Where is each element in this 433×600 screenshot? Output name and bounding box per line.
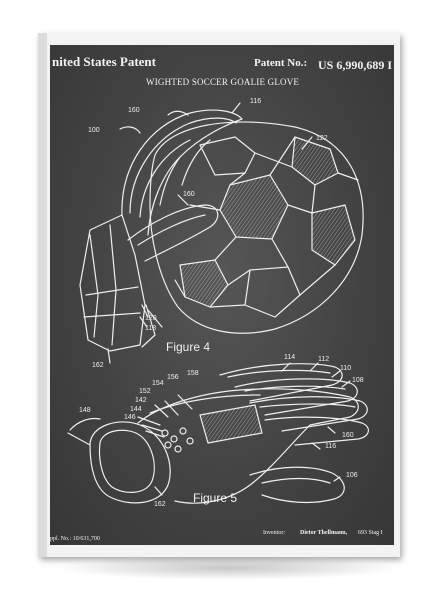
ref-number-152: 152 [139,388,151,395]
ref-number-160: 160 [183,191,195,198]
application-number: ppl. No.: 10/631,700 [50,536,100,542]
glove-thumb [127,204,219,262]
figure-4-label: Figure 4 [166,340,211,354]
ball-panel-top-right [291,136,339,186]
ref-number-118: 118 [145,325,157,332]
glove-finger-2 [234,378,358,416]
ref-number-110: 110 [340,365,352,372]
patent-print: nited States Patent Patent No.: US 6,990… [50,45,394,545]
ref-number-112: 112 [318,356,330,363]
ball-panel-bottom [244,266,301,318]
ref-number-144: 144 [130,406,142,413]
figure-4-drawing [79,102,364,364]
ref-number-160: 160 [128,107,140,114]
glove-thumb-fig5 [249,466,345,504]
patent-number: US 6,990,689 I [318,58,393,72]
ref-number-114: 114 [284,354,296,361]
ref-number-156: 156 [167,374,179,381]
glove-finger-3 [249,396,368,432]
ref-number-122: 122 [316,135,328,142]
ref-number-106: 106 [346,472,358,479]
ref-number-100: 100 [88,127,100,134]
weight-pockets-fig5 [161,404,263,453]
patent-header-title: nited States Patent [52,54,156,69]
ref-number-154: 154 [152,380,164,387]
inventor-name: Dietor Thellmann, [300,530,348,536]
ball-panel-bottom-left [179,259,229,308]
frame-shadow [53,556,403,580]
patent-number-label: Patent No.: [254,57,308,69]
figure-5-label: Figure 5 [193,491,238,505]
inventor-address: 693 Stag I [358,530,383,536]
ref-number-158: 158 [187,370,199,377]
glove-top-band [121,109,243,236]
glove-cuff-fig5 [89,421,171,504]
ref-number-142: 142 [135,397,147,404]
patent-title: WIGHTED SOCCER GOALIE GLOVE [146,77,300,87]
figure-5-drawing [67,362,369,504]
ref-number-116: 116 [325,443,337,450]
inventor-label: Inventor: [263,530,285,536]
patent-drawing [67,102,369,504]
ball-panel-top [199,136,256,176]
glove-cuff [79,214,146,352]
ref-number-116: 116 [250,98,262,105]
ref-number-148: 148 [79,407,91,414]
ref-number-108: 108 [352,377,364,384]
ref-number-120: 120 [145,315,157,322]
ball-panel-right [311,204,356,266]
ref-number-162: 162 [154,501,166,508]
frame-side-edge [38,33,47,557]
soccer-ball-outline [149,121,364,334]
glove-palm-fig5 [137,388,359,504]
ref-number-162: 162 [92,362,104,369]
ref-number-160: 160 [342,432,354,439]
glove-finger-4 [264,416,369,446]
ref-number-146: 146 [124,414,136,421]
